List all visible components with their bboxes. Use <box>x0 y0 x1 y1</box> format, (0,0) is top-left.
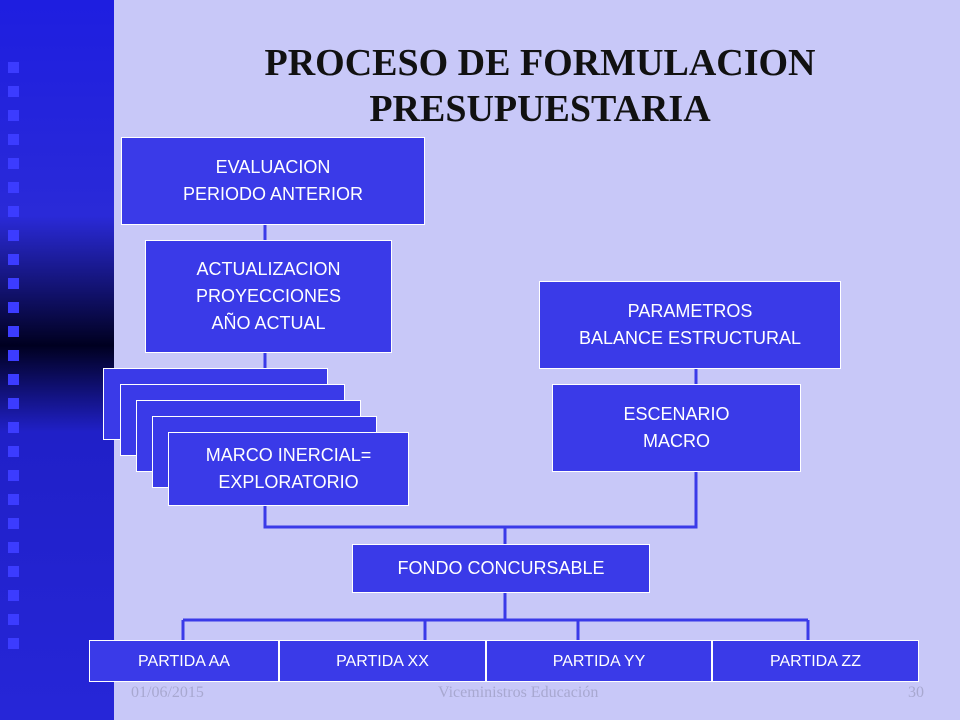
decorative-square <box>8 422 19 433</box>
decorative-square <box>8 446 19 457</box>
decorative-square <box>8 542 19 553</box>
box-parametros: PARAMETROS BALANCE ESTRUCTURAL <box>539 281 841 369</box>
box-parametros-line-1: PARAMETROS <box>627 301 753 321</box>
box-partida-aa-label: PARTIDA AA <box>138 652 230 670</box>
decorative-square <box>8 110 19 121</box>
decorative-square <box>8 278 19 289</box>
box-partida-xx: PARTIDA XX <box>279 640 486 682</box>
box-parametros-line-2: BALANCE ESTRUCTURAL <box>578 328 802 348</box>
box-actualizacion-line-3: AÑO ACTUAL <box>211 313 326 333</box>
decorative-square <box>8 158 19 169</box>
box-actualizacion: ACTUALIZACION PROYECCIONES AÑO ACTUAL <box>145 240 392 353</box>
box-escenario-line-1: ESCENARIO <box>623 404 730 424</box>
decorative-square <box>8 254 19 265</box>
left-decorative-band <box>0 0 114 720</box>
decorative-square <box>8 638 19 649</box>
box-escenario-line-2: MACRO <box>643 431 710 451</box>
decorative-square <box>8 350 19 361</box>
decorative-square <box>8 518 19 529</box>
title-line-2: PRESUPUESTARIA <box>369 88 711 130</box>
box-actualizacion-line-1: ACTUALIZACION <box>196 259 341 279</box>
decorative-square <box>8 86 19 97</box>
decorative-square <box>8 302 19 313</box>
box-evaluacion-line-1: EVALUACION <box>215 157 331 177</box>
decorative-square <box>8 566 19 577</box>
decorative-square <box>8 398 19 409</box>
box-escenario: ESCENARIO MACRO <box>552 384 801 472</box>
decorative-square <box>8 614 19 625</box>
decorative-square <box>8 374 19 385</box>
box-partida-zz-label: PARTIDA ZZ <box>770 652 861 670</box>
footer-page-number: 30 <box>908 684 924 701</box>
decorative-square <box>8 62 19 73</box>
box-actualizacion-line-2: PROYECCIONES <box>195 286 342 306</box>
box-partida-yy-label: PARTIDA YY <box>552 652 646 670</box>
box-partida-zz: PARTIDA ZZ <box>712 640 919 682</box>
decorative-square <box>8 230 19 241</box>
decorative-square <box>8 326 19 337</box>
box-partida-xx-label: PARTIDA XX <box>336 652 429 670</box>
decorative-square <box>8 494 19 505</box>
decorative-square <box>8 182 19 193</box>
box-evaluacion-line-2: PERIODO ANTERIOR <box>182 184 364 204</box>
box-partida-yy: PARTIDA YY <box>486 640 712 682</box>
box-partida-aa: PARTIDA AA <box>89 640 279 682</box>
connector-merge <box>263 471 698 529</box>
box-marco-line-1: MARCO INERCIAL= <box>205 445 372 465</box>
decorative-square <box>8 470 19 481</box>
box-fondo-concursable: FONDO CONCURSABLE <box>352 544 650 593</box>
box-evaluacion: EVALUACION PERIODO ANTERIOR <box>121 137 425 225</box>
box-marco-line-2: EXPLORATORIO <box>218 472 359 492</box>
title-line-1: PROCESO DE FORMULACION <box>264 42 816 84</box>
decorative-square <box>8 206 19 217</box>
footer-date: 01/06/2015 <box>131 684 204 701</box>
footer-center-text: Viceministros Educación <box>438 684 599 701</box>
decorative-square <box>8 134 19 145</box>
box-marco-inercial: MARCO INERCIAL= EXPLORATORIO <box>168 432 409 506</box>
decorative-square <box>8 590 19 601</box>
box-fondo-label: FONDO CONCURSABLE <box>397 558 605 578</box>
